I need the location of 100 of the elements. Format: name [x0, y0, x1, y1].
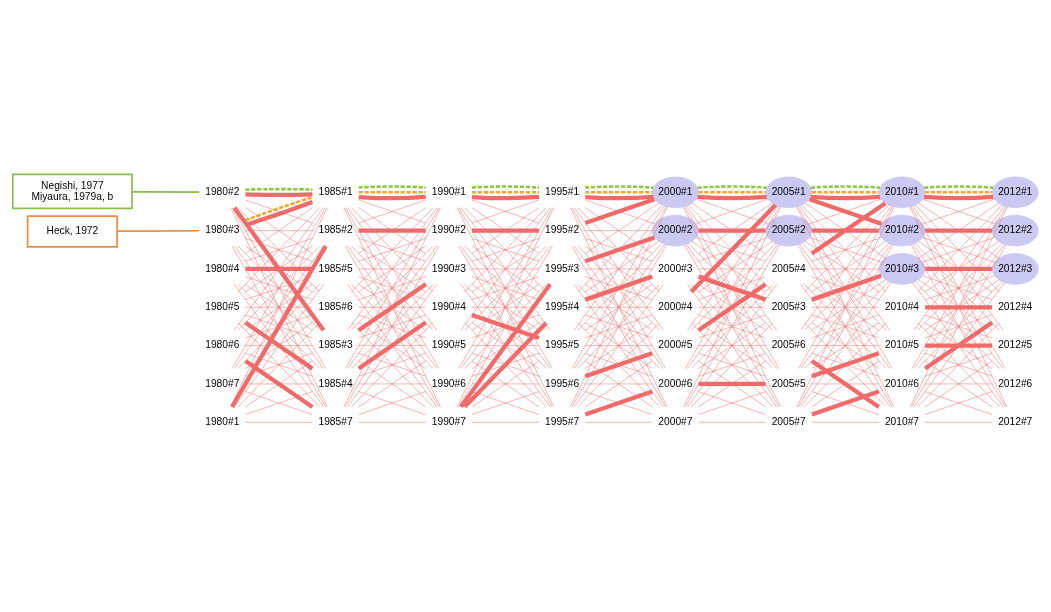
- node-ellipse: 2012#2: [991, 214, 1039, 247]
- connector: [458, 245, 553, 408]
- node-ellipse: 2010#3: [878, 253, 926, 285]
- connector: [585, 383, 653, 385]
- node-box: Heck, 1972: [26, 215, 118, 248]
- connector: [245, 284, 313, 331]
- connector: [471, 391, 540, 415]
- connector: [691, 202, 766, 254]
- node-text: 1985#3: [318, 339, 353, 351]
- connector: [698, 314, 766, 339]
- connector: [925, 305, 993, 310]
- connector: [245, 276, 313, 300]
- connector: [698, 228, 766, 233]
- connector: [811, 279, 886, 331]
- node-text: 2000#4: [658, 300, 693, 312]
- connector: [245, 207, 313, 254]
- connector: [237, 322, 320, 407]
- node-text: 1980#5: [205, 300, 240, 312]
- connector: [345, 207, 440, 369]
- connector: [811, 191, 879, 194]
- connector: [230, 207, 328, 408]
- connector: [698, 191, 766, 194]
- node-text: 1980#1: [205, 415, 240, 427]
- node-ellipse: 2000#2: [652, 214, 699, 247]
- connector: [358, 191, 426, 194]
- connector: [684, 206, 780, 369]
- node-text: 1990#4: [431, 300, 466, 312]
- connector: [810, 194, 881, 201]
- connector: [471, 353, 540, 377]
- node-text: 2010#7: [884, 415, 920, 427]
- node-text: 1985#2: [318, 224, 353, 236]
- connector: [464, 284, 547, 369]
- node-text: 2012#6: [998, 377, 1033, 389]
- connector: [811, 307, 880, 308]
- connector: [471, 245, 540, 293]
- connector: [698, 268, 766, 270]
- connector: [358, 228, 426, 233]
- connector: [810, 185, 881, 189]
- node-text: 1985#6: [318, 300, 353, 312]
- connector: [358, 199, 426, 224]
- connector: [471, 383, 540, 385]
- connector: [585, 202, 659, 254]
- connector: [471, 322, 540, 369]
- connector: [917, 322, 1000, 407]
- connector: [698, 241, 773, 293]
- connector: [471, 345, 540, 346]
- node-text: 1995#5: [545, 339, 580, 351]
- connector: [237, 284, 320, 369]
- node-text: 1990#2: [431, 224, 466, 236]
- node-text: 1995#2: [545, 224, 580, 236]
- connector: [811, 314, 880, 339]
- connector: [924, 185, 994, 189]
- connector: [347, 207, 438, 331]
- node-text: 1990#5: [431, 339, 466, 351]
- node-text: 1990#3: [431, 262, 466, 274]
- connector: [472, 191, 539, 194]
- connector: [358, 353, 426, 377]
- connector: [585, 322, 653, 369]
- connector: [471, 268, 540, 270]
- connector: [358, 276, 426, 300]
- node-ellipse: 2010#1: [878, 176, 926, 209]
- connector: [245, 238, 313, 262]
- connector: [458, 207, 553, 369]
- connector: [245, 187, 313, 191]
- connector: [471, 276, 540, 300]
- connector: [358, 245, 426, 293]
- connector: [245, 245, 313, 293]
- connector: [358, 391, 426, 415]
- node-text: 1995#1: [545, 185, 580, 197]
- node-text: 1980#6: [205, 339, 240, 351]
- connector: [924, 353, 993, 377]
- connector: [691, 241, 766, 293]
- connector: [691, 322, 773, 407]
- node-text: 2012#4: [998, 300, 1033, 312]
- node-ellipse: 2012#3: [991, 253, 1039, 285]
- connector: [245, 192, 313, 197]
- connector: [698, 202, 773, 254]
- connector: [234, 245, 324, 369]
- connector: [471, 307, 540, 308]
- connector: [358, 314, 426, 339]
- connector: [698, 360, 766, 408]
- node-ellipse: 2005#2: [765, 214, 813, 247]
- connector: [811, 322, 880, 369]
- connector: [245, 314, 313, 339]
- connector: [811, 268, 880, 270]
- connector: [471, 199, 540, 224]
- connector: [577, 284, 660, 369]
- connector: [245, 230, 313, 231]
- node-text: 2010#6: [884, 377, 920, 389]
- connector: [924, 314, 993, 339]
- connector: [358, 383, 426, 385]
- connector: [585, 230, 653, 231]
- node-text: 1990#6: [431, 377, 466, 389]
- connector: [231, 207, 326, 369]
- connector: [698, 381, 766, 387]
- connector: [585, 185, 654, 189]
- node-text: 2000#5: [658, 339, 693, 351]
- node-text: 2000#3: [658, 262, 693, 274]
- node-text: 2005#5: [771, 377, 806, 389]
- connector: [925, 343, 993, 348]
